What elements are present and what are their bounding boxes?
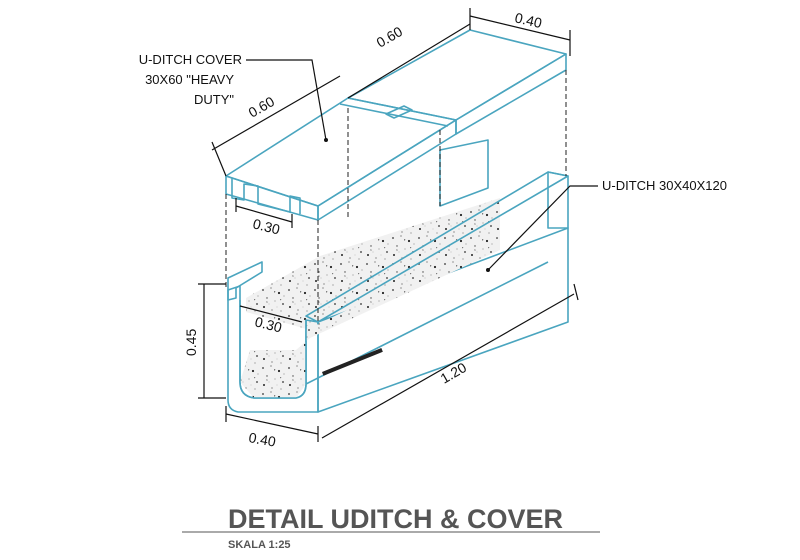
uditch-body (227, 139, 569, 413)
dim-ditch-height: 0.45 (183, 329, 199, 356)
label-cover-line1: U-DITCH COVER (139, 52, 242, 67)
dim-ditch-inner-width: 0.30 (253, 313, 284, 335)
drawing-title: DETAIL UDITCH & COVER (228, 504, 563, 534)
dim-ditch-length: 1.20 (438, 359, 470, 387)
projection-lines (225, 70, 567, 322)
dim-ditch-width: 0.40 (247, 429, 277, 450)
drawing-scale: SKALA 1:25 (228, 539, 291, 551)
dim-cover-top-width: 0.40 (513, 9, 543, 31)
dim-cover-left-length: 0.60 (246, 93, 278, 121)
dimension-lines (198, 8, 579, 442)
dim-cover-slot-width: 0.30 (251, 215, 282, 237)
leader-lines (246, 59, 598, 272)
label-ditch: U-DITCH 30X40X120 (602, 178, 727, 193)
label-cover-line3: DUTY" (194, 92, 234, 107)
dim-cover-top-length: 0.60 (374, 23, 406, 51)
label-cover-line2: 30X60 "HEAVY (145, 72, 234, 87)
